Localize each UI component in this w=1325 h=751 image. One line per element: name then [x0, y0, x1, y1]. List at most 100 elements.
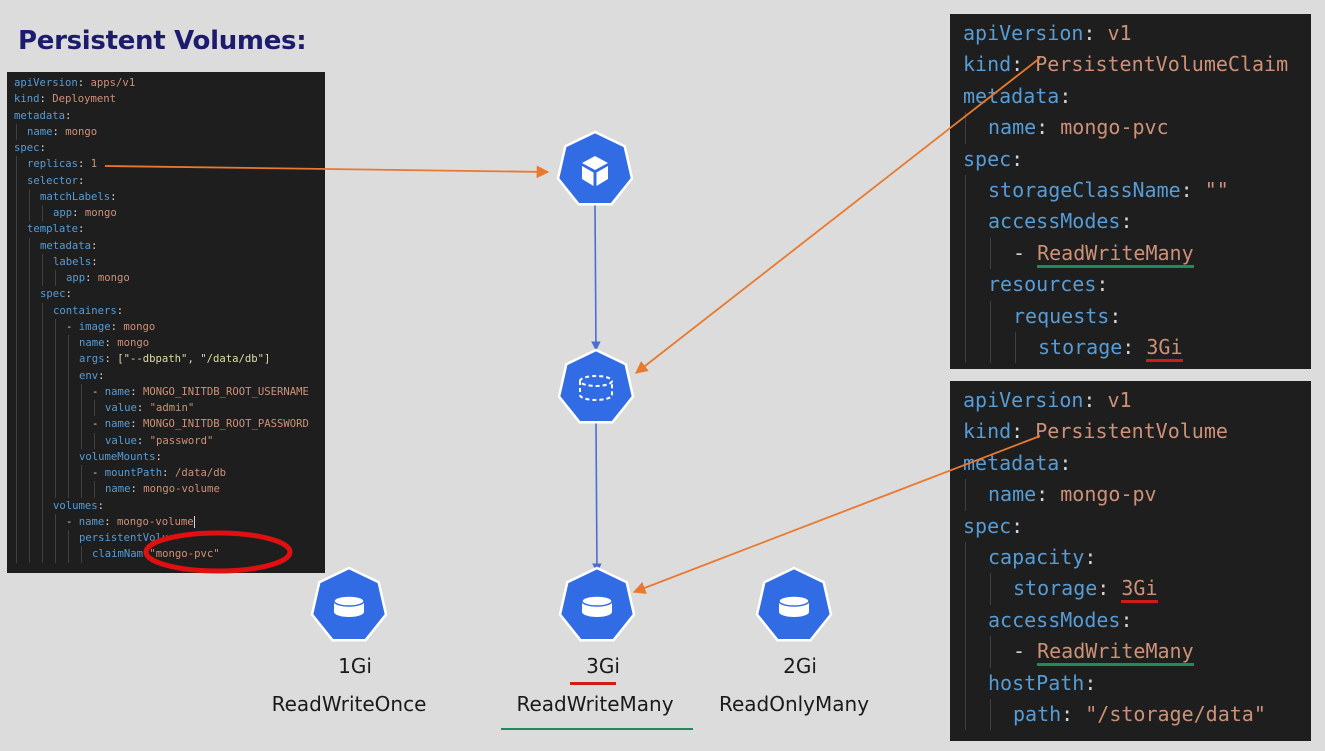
- yaml-line: spec:: [963, 513, 1036, 538]
- yaml-line: args: ["--dbpath", "/data/db"]: [14, 351, 325, 368]
- yaml-value: ReadWriteMany: [1037, 639, 1194, 667]
- yaml-line: containers:: [14, 302, 325, 319]
- yaml-value: 1: [90, 158, 98, 171]
- yaml-line: name: mongo: [14, 123, 325, 140]
- yaml-line: name: mongo: [14, 335, 325, 352]
- yaml-value: PersistentVolumeClaim: [1035, 52, 1289, 77]
- yaml-line: metadata:: [963, 83, 1084, 108]
- yaml-line: matchLabels:: [14, 188, 325, 205]
- yaml-line: path: "/storage/data": [963, 698, 1311, 731]
- yaml-value: mongo-volume: [117, 515, 194, 528]
- yaml-key: accessModes: [988, 607, 1121, 632]
- yaml-key: name: [79, 337, 105, 349]
- yaml-key: storageClassName: [988, 177, 1181, 202]
- yaml-value: mongo: [117, 337, 150, 349]
- yaml-line: - name: mongo-volume: [14, 513, 325, 530]
- edge-claim-to-volume: [592, 422, 602, 573]
- yaml-line: - ReadWriteMany: [963, 237, 1311, 270]
- yaml-value: mongo-pv: [1060, 482, 1157, 507]
- size-highlight-underline: [570, 682, 616, 685]
- volume-node: [558, 566, 636, 642]
- yaml-line: metadata:: [14, 237, 325, 254]
- edge-deployment-to-claim: [591, 202, 601, 351]
- yaml-line: metadata:: [963, 450, 1084, 475]
- yaml-value: mongo: [84, 207, 117, 219]
- yaml-value: 3Gi: [1146, 334, 1183, 362]
- yaml-line: value: "admin": [14, 400, 325, 417]
- yaml-line: name: mongo-pv: [963, 479, 1311, 511]
- yaml-key: volumeMounts: [79, 450, 156, 463]
- yaml-value: "mongo-pvc": [149, 548, 220, 561]
- yaml-line: - name: MONGO_INITDB_ROOT_PASSWORD: [14, 416, 325, 433]
- yaml-key: name: [988, 482, 1037, 507]
- yaml-key: app: [53, 207, 73, 219]
- yaml-line: storage: 3Gi: [963, 331, 1311, 364]
- yaml-key: spec: [963, 513, 1012, 538]
- yaml-value: Deployment: [52, 93, 117, 106]
- yaml-value: mongo-pvc: [1060, 115, 1169, 140]
- deployment-node: [556, 130, 634, 206]
- yaml-key: storage: [1013, 576, 1098, 601]
- yaml-line: accessModes:: [963, 604, 1311, 637]
- yaml-value: PersistentVolume: [1035, 419, 1228, 444]
- yaml-value: MONGO_INITDB_ROOT_USERNAME: [143, 385, 309, 398]
- yaml-line: name: mongo-pvc: [963, 112, 1311, 144]
- yaml-key: template: [27, 223, 79, 236]
- yaml-key: env: [79, 369, 99, 382]
- yaml-line: apiVersion: apps/v1: [14, 77, 136, 89]
- yaml-key: accessModes: [988, 209, 1121, 234]
- yaml-value: "/storage/data": [1085, 701, 1266, 726]
- yaml-line: - name: MONGO_INITDB_ROOT_USERNAME: [14, 383, 325, 400]
- yaml-value: mongo: [65, 125, 98, 138]
- yaml-line: - mountPath: /data/db: [14, 465, 325, 482]
- yaml-key: image: [78, 320, 111, 333]
- yaml-line: apiVersion: v1: [963, 388, 1132, 412]
- yaml-key: kind: [963, 52, 1012, 77]
- yaml-value: "admin": [149, 402, 195, 414]
- cylinder-icon: [333, 595, 365, 617]
- arrow-pvc-kind-to-claim: [635, 57, 1041, 374]
- yaml-key: value: [105, 434, 137, 447]
- cube-icon: [582, 156, 608, 186]
- yaml-value: ReadWriteMany: [1037, 240, 1194, 268]
- claim-node: [557, 348, 635, 424]
- yaml-key: name: [104, 418, 131, 431]
- yaml-key: path: [1013, 701, 1062, 726]
- yaml-key: claimNam: [92, 548, 144, 561]
- yaml-key: replicas: [27, 158, 79, 171]
- volume-node: [310, 566, 388, 642]
- yaml-key: name: [105, 483, 131, 496]
- yaml-line: template:: [14, 221, 325, 238]
- yaml-key: selector: [27, 174, 79, 187]
- yaml-line: claimNam "mongo-pvc": [14, 546, 325, 563]
- yaml-line: persistentVolu: [14, 530, 325, 547]
- volume-access-mode-label: ReadWriteMany: [516, 692, 674, 716]
- yaml-value: v1: [1107, 388, 1132, 412]
- yaml-key: hostPath: [988, 670, 1085, 695]
- yaml-line: - image: mongo: [14, 318, 325, 335]
- yaml-value: "password": [149, 434, 214, 447]
- yaml-line: volumeMounts:: [14, 448, 325, 465]
- yaml-value: v1: [1107, 21, 1132, 45]
- yaml-value: 3Gi: [1121, 576, 1158, 604]
- yaml-key: requests: [1013, 303, 1110, 328]
- yaml-line: selector:: [14, 172, 325, 189]
- yaml-value: ["--dbpath", "/data/db"]: [117, 353, 271, 366]
- yaml-key: spec: [963, 146, 1012, 171]
- arrow-replicas-to-deployment: [104, 165, 550, 179]
- yaml-line: - ReadWriteMany: [963, 636, 1311, 668]
- yaml-line: capacity:: [963, 541, 1311, 574]
- yaml-value: /data/db: [174, 467, 226, 479]
- dashed-cylinder-icon: [579, 375, 613, 401]
- yaml-key: name: [104, 385, 131, 398]
- volume-size-label: 3Gi: [586, 654, 620, 678]
- yaml-key: apiVersion: [963, 388, 1084, 412]
- yaml-line: apiVersion: v1: [963, 21, 1132, 45]
- yaml-line: requests:: [963, 300, 1311, 332]
- volume-size-label: 2Gi: [783, 654, 817, 678]
- yaml-key: containers: [53, 304, 117, 317]
- yaml-line: kind: Deployment: [14, 93, 117, 106]
